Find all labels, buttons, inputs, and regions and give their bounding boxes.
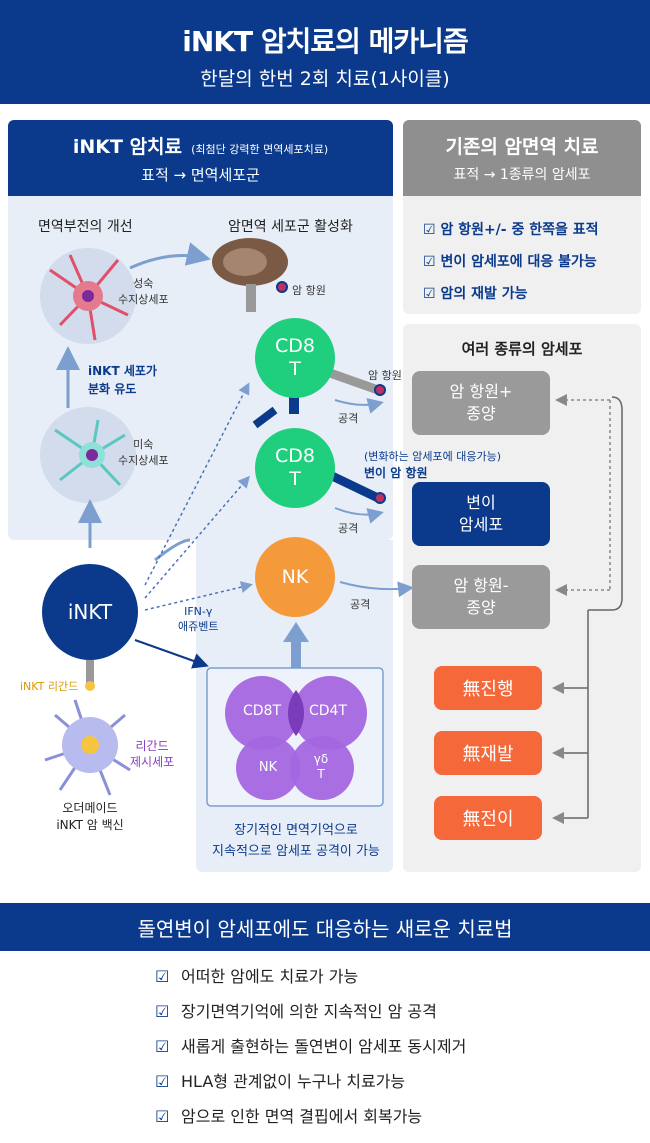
outcome-no-metastasis: 無전이: [434, 796, 542, 840]
right-panel-title: 기존의 암면역 치료: [445, 136, 599, 158]
right-panel-header: 기존의 암면역 치료 표적 → 1종류의 암세포: [403, 120, 641, 196]
right-check-item: ☑ 변이 암세포에 대응 불가능: [423, 254, 597, 270]
inkt-ligand-label: iNKT 리간드: [20, 680, 79, 693]
memory-nk: NK: [258, 760, 278, 775]
ligand-cell-label: 리간드 제시세포: [130, 739, 175, 769]
outcome-no-recurrence: 無재발: [434, 731, 542, 775]
left-panel-header: iNKT 암치료 (최첨단 강력한 면역세포치료) 표적 → 면역세포군: [8, 120, 393, 196]
checkbox-icon: ☑: [423, 254, 436, 270]
checkbox-icon: ☑: [155, 1002, 170, 1021]
page-subtitle: 한달의 한번 2회 치료(1사이클): [200, 68, 450, 90]
tumor-antigen-negative: 암 항원- 종양: [412, 565, 550, 629]
right-check-item: ☑ 암 항원+/- 중 한쪽을 표적: [423, 222, 599, 238]
diagram-svg: [40, 238, 623, 824]
cd8-t-cell-2: CD8 T: [255, 428, 335, 508]
ifn-label: IFN-γ 애쥬벤트: [178, 605, 219, 633]
inkt-cell: iNKT: [42, 564, 138, 660]
checkbox-icon: ☑: [155, 967, 170, 986]
mature-dc-label: 성숙 수지상세포: [118, 277, 169, 306]
checkbox-icon: ☑: [423, 286, 436, 302]
antigen-dot-icon: [276, 281, 288, 293]
immature-dc-label: 미숙 수지상세포: [118, 438, 169, 467]
tumor-antigen-positive: 암 항원+ 종양: [412, 371, 550, 435]
right-panel-subtitle: 표적 → 1종류의 암세포: [453, 167, 591, 183]
checkbox-icon: ☑: [423, 222, 436, 238]
nk-cell: NK: [255, 537, 335, 617]
header: iNKT 암치료의 메카니즘 한달의 한번 2회 치료(1사이클): [0, 0, 650, 104]
antigen-label-right: 암 항원: [368, 369, 402, 382]
right-panel-checklist-bg: [403, 196, 641, 314]
right-check-item: ☑ 암의 재발 가능: [423, 286, 528, 302]
immature-dc-icon: [54, 419, 126, 487]
immune-improvement-label: 면역부전의 개선: [38, 219, 133, 235]
left-panel-title: iNKT 암치료: [72, 136, 183, 158]
mature-dc-icon: [49, 254, 129, 341]
cd8-t-cell-1: CD8 T: [255, 318, 335, 398]
memory-caption: 장기적인 면역기억으로 지속적으로 암세포 공격이 가능: [212, 823, 380, 859]
vaccine-label: 오더메이드 iNKT 암 백신: [56, 801, 124, 832]
cells-title: 여러 종류의 암세포: [461, 340, 583, 358]
checkbox-icon: ☑: [155, 1037, 170, 1056]
activation-label: 암면역 세포군 활성화: [228, 219, 353, 235]
checkbox-icon: ☑: [155, 1107, 170, 1126]
page-title: iNKT 암치료의 메카니즘: [182, 25, 468, 58]
benefit-item: ☑HLA형 관계없이 누구나 치료가능: [155, 1072, 406, 1091]
antigen-label-top: 암 항원: [292, 284, 326, 297]
attack-label-3: 공격: [350, 598, 371, 611]
memory-cd8t: CD8T: [242, 703, 281, 719]
benefit-item: ☑장기면역기억에 의한 지속적인 암 공격: [155, 1002, 437, 1021]
right-checklist: ☑ 암 항원+/- 중 한쪽을 표적 ☑ 변이 암세포에 대응 불가능 ☑ 암의…: [423, 214, 638, 310]
bottom-banner: 돌연변이 암세포에도 대응하는 새로운 치료법: [0, 903, 650, 951]
outcome-no-progression: 無진행: [434, 666, 542, 710]
mutation-note: (변화하는 암세포에 대응가능): [364, 450, 502, 463]
memory-gamma-delta-t: γδ T: [313, 752, 329, 781]
left-panel-subtitle: 표적 → 면역세포군: [141, 166, 260, 184]
benefit-item: ☑암으로 인한 면역 결핍에서 회복가능: [155, 1107, 423, 1126]
memory-cd4t: CD4T: [308, 703, 347, 719]
benefit-item: ☑어떠한 암에도 치료가 가능: [155, 967, 359, 986]
attack-label-2: 공격: [338, 522, 359, 535]
left-panel-title-note: (최첨단 강력한 면역세포치료): [191, 143, 329, 156]
induce-label: iNKT 세포가 분화 유도: [88, 364, 157, 396]
mutation-antigen-label: 변이 암 항원: [364, 466, 428, 480]
benefit-item: ☑새롭게 출현하는 돌연변이 암세포 동시제거: [155, 1037, 467, 1056]
mutant-cancer-cell: 변이 암세포: [412, 482, 550, 546]
attack-label-1: 공격: [338, 412, 359, 425]
checkbox-icon: ☑: [155, 1072, 170, 1091]
